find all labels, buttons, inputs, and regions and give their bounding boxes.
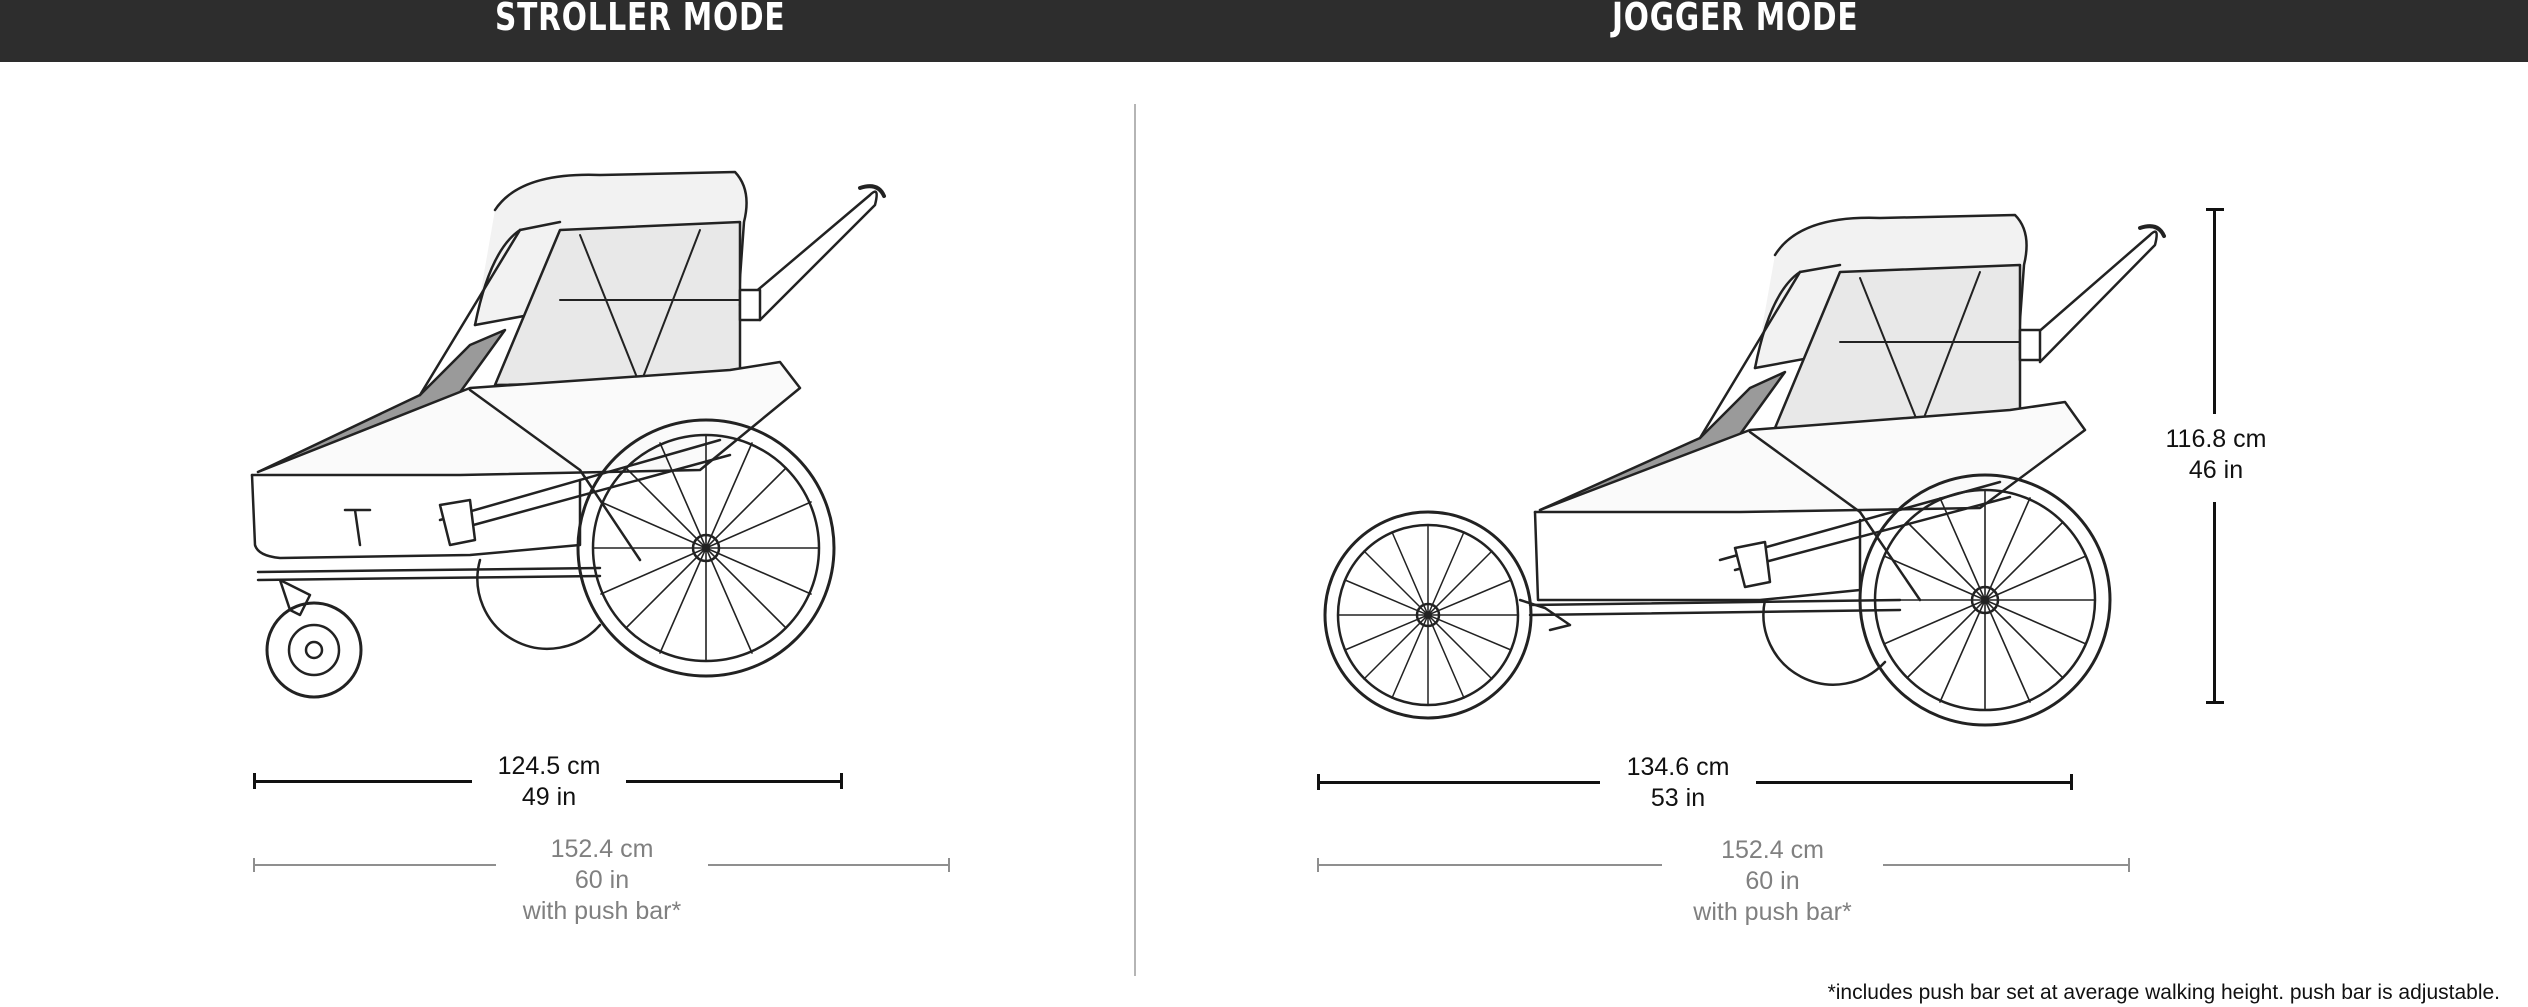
stroller-pushbar-note: with push bar*	[522, 897, 682, 925]
jogger-rear-wheel	[1858, 473, 2112, 727]
jogger-front-wheel	[1323, 510, 1572, 720]
stroller-length-label: 124.5 cm 49 in	[472, 751, 626, 813]
jogger-body	[1533, 400, 2087, 514]
stroller-length-cm: 124.5 cm	[497, 752, 601, 780]
stroller-rear-wheel	[576, 418, 836, 678]
jogger-back-wheel	[1762, 598, 1887, 686]
stroller-length-in: 49 in	[521, 783, 577, 811]
jogger-length-cm: 134.6 cm	[1626, 753, 1730, 781]
stroller-pushbar-cm: 152.4 cm	[550, 835, 654, 863]
jogger-length-label: 134.6 cm 53 in	[1600, 752, 1756, 814]
section-divider	[1134, 104, 1136, 976]
stroller-body	[250, 360, 802, 477]
jogger-pushbar-in: 60 in	[1745, 867, 1800, 895]
stroller-front-wheel	[265, 578, 363, 699]
jogger-pushbar-cm: 152.4 cm	[1721, 836, 1824, 864]
jogger-height-cm: 116.8 cm	[2165, 425, 2267, 453]
stroller-pushbar-in: 60 in	[574, 866, 630, 894]
stroller-frame	[438, 388, 732, 562]
jogger-height-in: 46 in	[2188, 456, 2244, 484]
stroller-pushbar-length-label: 152.4 cm 60 in with push bar*	[496, 834, 708, 927]
stroller-push-bar	[738, 190, 878, 322]
jogger-length-in: 53 in	[1650, 784, 1706, 812]
jogger-mode-title: JOGGER MODE	[1612, 0, 1859, 39]
stroller-back-wheel	[476, 558, 602, 651]
jogger-pushbar-note: with push bar*	[1693, 898, 1852, 926]
jogger-pushbar-length-label: 152.4 cm 60 in with push bar*	[1662, 835, 1883, 928]
jogger-height-label: 116.8 cm 46 in	[2148, 424, 2284, 486]
jogger-push-bar	[2018, 230, 2158, 364]
footnote: *includes push bar set at average walkin…	[1827, 981, 2500, 1004]
header-bar: STROLLER MODE JOGGER MODE	[0, 0, 2528, 62]
